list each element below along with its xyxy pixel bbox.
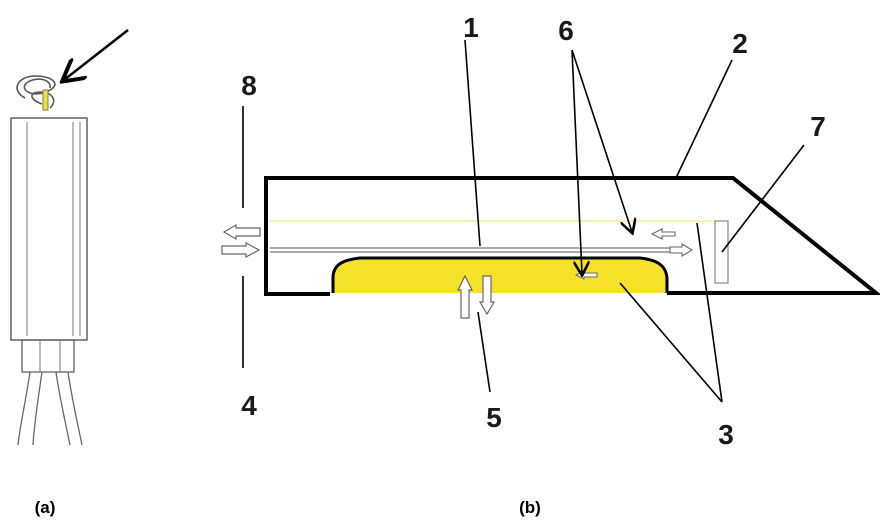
region-boundary — [331, 256, 669, 293]
spiral-wire — [16, 75, 56, 109]
hollow-arrow-up — [457, 274, 473, 319]
callout-2 — [675, 59, 733, 179]
probe-cable — [17, 371, 31, 446]
probe-cable — [67, 371, 83, 446]
callout-5 — [477, 311, 491, 393]
caption-a: (a) — [35, 498, 56, 517]
callout-3b — [619, 282, 723, 403]
hollow-arrow-down — [478, 275, 496, 316]
component-7 — [714, 220, 729, 284]
pointer-arrow — [64, 29, 129, 80]
label-6: 6 — [558, 15, 574, 46]
label-7: 7 — [810, 111, 826, 142]
label-group: 1 2 3 4 5 6 7 8 (a) (b) — [35, 12, 826, 517]
label-1: 1 — [463, 12, 479, 43]
wire-tip — [42, 89, 49, 111]
probe-body — [10, 117, 88, 341]
hollow-arrow-out — [222, 223, 261, 241]
caption-b: (b) — [519, 498, 541, 517]
yellow-region — [333, 258, 667, 293]
callout-1 — [464, 39, 481, 247]
cell-housing — [264, 176, 880, 296]
label-8: 8 — [241, 70, 257, 101]
probe-cable — [32, 371, 43, 446]
hollow-arrow-left — [650, 228, 676, 240]
label-4: 4 — [241, 390, 257, 421]
callout-3a — [696, 222, 723, 403]
probe-connector — [21, 339, 75, 373]
callout-7 — [721, 144, 805, 253]
label-2: 2 — [732, 28, 748, 59]
callout-6b — [571, 49, 632, 232]
label-3: 3 — [718, 419, 734, 450]
callout-6a — [571, 49, 582, 274]
hollow-arrow-right — [669, 243, 694, 257]
panel-b-cell-schematic — [221, 39, 880, 403]
panel-a-probe-sketch — [10, 29, 129, 446]
hollow-arrow-in — [221, 241, 261, 259]
probe-cable — [55, 371, 71, 446]
label-5: 5 — [486, 402, 502, 433]
